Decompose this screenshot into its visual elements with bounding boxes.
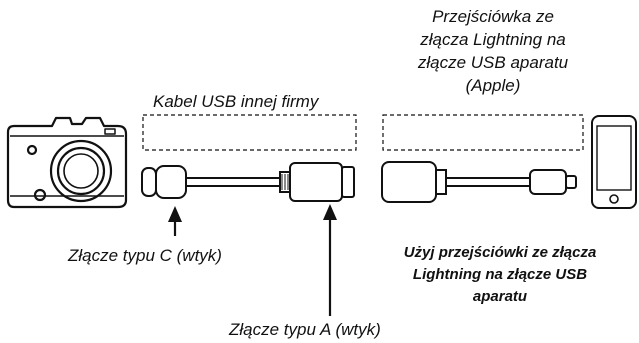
usb-cable-icon — [141, 162, 355, 202]
third-party-cable-label: Kabel USB innej firmy — [153, 92, 319, 111]
adapter-note-line: Lightning na złącze USB — [412, 266, 588, 283]
adapter-note-line: aparatu — [472, 288, 528, 305]
type-a-arrow — [323, 204, 337, 316]
type-c-label: Złącze typu C (wtyk) — [68, 246, 222, 265]
adapter-label: Przejściówka ze złącza Lightning na złąc… — [398, 5, 588, 97]
type-a-plug — [289, 162, 343, 202]
adapter-note-line: Użyj przejściówki ze złącza — [403, 244, 597, 261]
smartphone-icon — [591, 115, 637, 209]
adapter-dashed-box — [382, 114, 584, 151]
type-c-plug — [141, 167, 157, 197]
lightning-adapter-icon — [381, 161, 577, 203]
adapter-label-line: Przejściówka ze — [432, 7, 554, 26]
camera-icon — [6, 116, 128, 209]
adapter-label-line: (Apple) — [465, 76, 521, 95]
cable-dashed-box — [142, 114, 357, 151]
adapter-label-line: złącze USB aparatu — [417, 53, 569, 72]
type-c-arrow — [168, 206, 182, 236]
adapter-label-line: złącza Lightning na — [420, 30, 566, 49]
type-a-label: Złącze typu A (wtyk) — [229, 320, 381, 339]
adapter-note: Użyj przejściówki ze złącza Lightning na… — [390, 242, 610, 308]
